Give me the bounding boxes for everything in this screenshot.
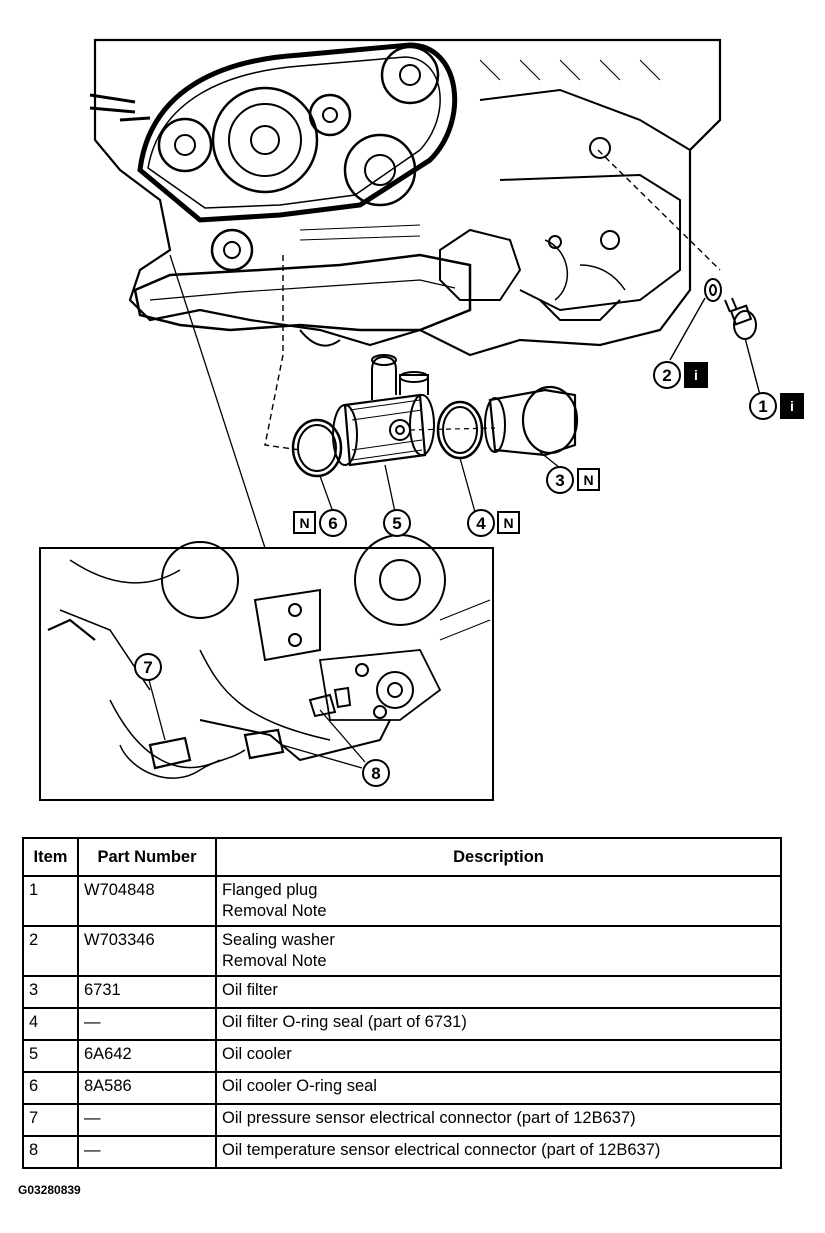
column-header-description: Description [215, 837, 782, 877]
cell-item: 1 [22, 875, 79, 927]
cell-part-number: 6731 [77, 975, 217, 1009]
cell-item: 8 [22, 1135, 79, 1169]
cell-part-number: — [77, 1135, 217, 1169]
table-header-row: Item Part Number Description [22, 837, 782, 877]
cell-description: Oil temperature sensor electrical connec… [215, 1135, 782, 1169]
leader-lines [264, 149, 721, 451]
table-row: 8— Oil temperature sensor electrical conn… [22, 1135, 782, 1169]
cell-part-number: 6A642 [77, 1039, 217, 1073]
inset-detail-view [39, 534, 494, 801]
callout-6: N 6 [293, 509, 347, 537]
description-line: Removal Note [222, 902, 327, 920]
svg-text:5: 5 [392, 514, 401, 533]
cell-item: 7 [22, 1103, 79, 1137]
svg-text:2: 2 [662, 366, 671, 385]
description-line: Removal Note [222, 952, 327, 970]
cell-description: Oil cooler [215, 1039, 782, 1073]
callout-5: 5 [383, 509, 411, 537]
cell-part-number: W704848 [77, 875, 217, 927]
cell-part-number: W703346 [77, 925, 217, 977]
svg-text:4: 4 [476, 514, 486, 533]
callout-2: 2 i [653, 361, 708, 389]
svg-text:N: N [583, 472, 593, 488]
svg-text:N: N [299, 515, 309, 531]
cell-part-number: — [77, 1007, 217, 1041]
description-line: Sealing washer [222, 931, 335, 949]
cell-part-number: 8A586 [77, 1071, 217, 1105]
callout-4: 4 N [467, 509, 520, 537]
svg-text:i: i [790, 398, 794, 414]
svg-text:8: 8 [371, 764, 380, 783]
cell-item: 4 [22, 1007, 79, 1041]
callout-7: 7 [134, 653, 162, 681]
callout-1: 1 i [749, 392, 804, 420]
description-line: Flanged plug [222, 881, 318, 899]
svg-text:3: 3 [555, 471, 564, 490]
svg-text:i: i [694, 367, 698, 383]
cell-description: Oil filter O-ring seal (part of 6731) [215, 1007, 782, 1041]
cell-part-number: — [77, 1103, 217, 1137]
callout-8: 8 [362, 759, 390, 787]
svg-text:1: 1 [758, 397, 767, 416]
column-header-item: Item [22, 837, 79, 877]
cell-item: 2 [22, 925, 79, 977]
description-line: Oil cooler O-ring seal [222, 1077, 377, 1095]
description-line: Oil filter [222, 981, 278, 999]
svg-text:7: 7 [143, 658, 152, 677]
flanged-plug-and-washer [669, 278, 761, 396]
description-line: Oil pressure sensor electrical connector… [222, 1109, 636, 1127]
table-row: 4— Oil filter O-ring seal (part of 6731) [22, 1007, 782, 1041]
column-header-part-number: Part Number [77, 837, 217, 877]
description-line: Oil temperature sensor electrical connec… [222, 1141, 661, 1159]
cell-description: Oil pressure sensor electrical connector… [215, 1103, 782, 1137]
description-line: Oil cooler [222, 1045, 292, 1063]
cell-item: 3 [22, 975, 79, 1009]
cell-item: 6 [22, 1071, 79, 1105]
callout-leaders [169, 254, 561, 549]
description-line: Oil filter O-ring seal (part of 6731) [222, 1013, 467, 1031]
callout-3: 3 N [546, 466, 600, 494]
cell-description: Oil cooler O-ring seal [215, 1071, 782, 1105]
table-row: 7— Oil pressure sensor electrical connect… [22, 1103, 782, 1137]
engine-oil-cooler-diagram: 1 i 2 i 3 N 4 N 5 N 6 7 8 [39, 38, 804, 801]
figure-id: G03280839 [18, 1183, 81, 1197]
cell-description: Oil filter [215, 975, 782, 1009]
svg-text:6: 6 [328, 514, 337, 533]
svg-text:N: N [503, 515, 513, 531]
cell-item: 5 [22, 1039, 79, 1073]
oil-cooler-assembly [291, 354, 579, 478]
engine-block-drawing [89, 38, 722, 357]
